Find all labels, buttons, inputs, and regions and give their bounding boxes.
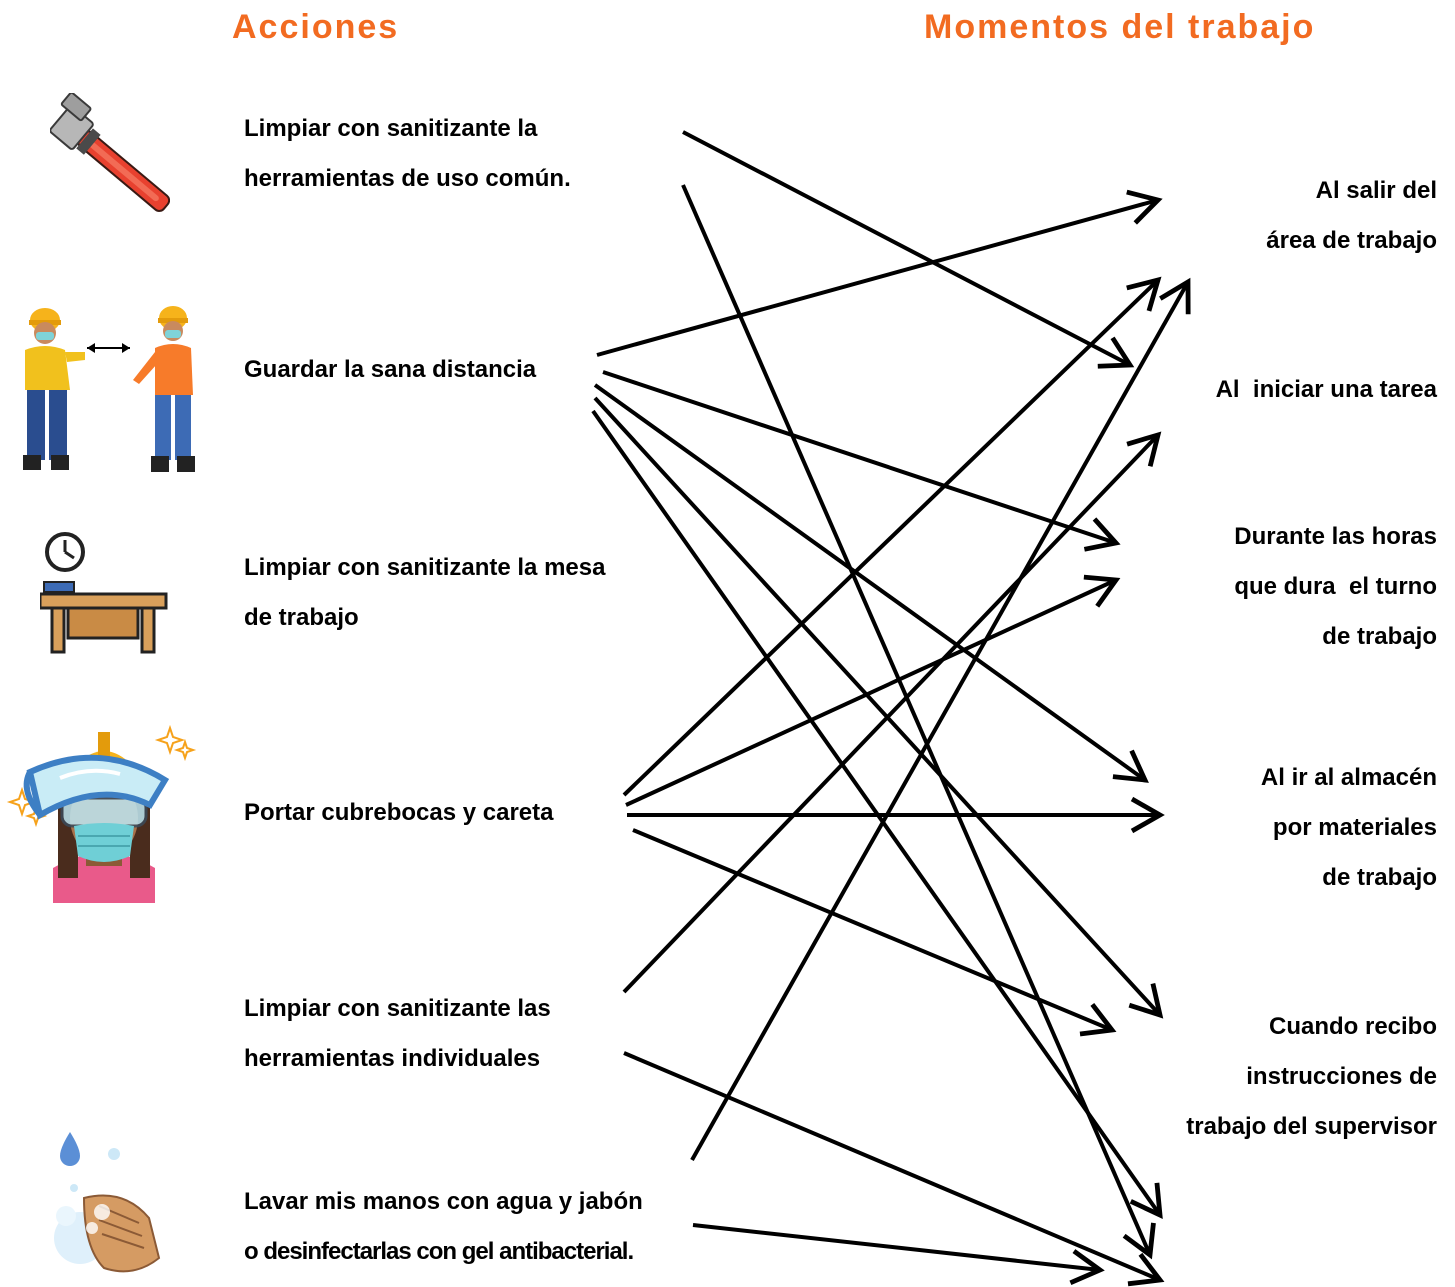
arrow-9	[625, 574, 1121, 807]
moment-5-line-3: trabajo del supervisor	[1186, 1113, 1437, 1140]
moment-5-line-2: instrucciones de	[1246, 1063, 1437, 1090]
action-2-line-1: Guardar la sana distancia	[244, 356, 537, 383]
moment-2: Al iniciar una tarea	[1216, 365, 1437, 415]
arrow-1	[682, 130, 1135, 369]
actions-header: Acciones	[232, 8, 400, 46]
arrow-3	[596, 189, 1163, 357]
moment-1-line-2: área de trabajo	[1266, 227, 1437, 254]
moment-3: Durante las horas que dura el turno de t…	[1234, 512, 1437, 662]
action-3-line-1: Limpiar con sanitizante la mesa	[244, 554, 606, 581]
action-6-line-1: Lavar mis manos con agua y jabón	[244, 1188, 643, 1215]
pipe-wrench-icon	[50, 93, 170, 212]
arrow-14	[690, 277, 1191, 1161]
moment-4-line-2: por materiales	[1272, 814, 1437, 841]
distancing-workers-icon	[23, 306, 195, 472]
moment-3-line-1: Durante las horas	[1234, 523, 1437, 550]
arrow-12	[622, 431, 1162, 994]
action-3: Limpiar con sanitizante la mesa de traba…	[244, 543, 605, 643]
moment-4-line-3: de trabajo	[1322, 864, 1437, 891]
action-5-line-2: herramientas individuales	[244, 1045, 541, 1072]
moment-1: Al salir del área de trabajo	[1266, 166, 1437, 266]
moment-4: Al ir al almacén por materiales de traba…	[1261, 753, 1437, 903]
arrow-2	[681, 184, 1156, 1260]
safety-goggles-icon	[6, 724, 197, 828]
arrow-8	[622, 276, 1162, 797]
moment-5-line-1: Cuando recibo	[1268, 1013, 1437, 1040]
arrow-11	[632, 828, 1117, 1037]
arrow-5	[593, 383, 1149, 783]
action-4: Portar cubrebocas y careta	[244, 788, 553, 838]
action-1: Limpiar con sanitizante la herramientas …	[244, 104, 571, 204]
moment-3-line-3: de trabajo	[1322, 623, 1437, 650]
arrow-13	[623, 1051, 1165, 1287]
action-3-line-2: de trabajo	[244, 604, 359, 631]
action-5-line-1: Limpiar con sanitizante las	[244, 995, 551, 1022]
moment-3-line-2: que dura el turno	[1234, 573, 1437, 600]
action-4-line-1: Portar cubrebocas y careta	[244, 799, 554, 826]
work-desk-clock-icon	[40, 532, 168, 654]
moment-1-line-1: Al salir del	[1315, 177, 1437, 204]
action-2: Guardar la sana distancia	[244, 345, 536, 395]
moment-2-line-1: Al iniciar una tarea	[1215, 376, 1437, 403]
moment-5: Cuando recibo instrucciones de trabajo d…	[1186, 1002, 1437, 1152]
moment-4-line-1: Al ir al almacén	[1260, 764, 1437, 791]
action-6: Lavar mis manos con agua y jabón o desin…	[244, 1177, 643, 1277]
action-1-line-1: Limpiar con sanitizante la	[244, 115, 538, 142]
arrow-6	[593, 396, 1164, 1019]
action-6-line-2: o desinfectarlas con gel antibacterial.	[244, 1238, 634, 1265]
arrow-15	[692, 1223, 1105, 1286]
action-5: Limpiar con sanitizante las herramientas…	[244, 984, 551, 1084]
arrow-4	[602, 370, 1121, 552]
action-1-line-2: herramientas de uso común.	[244, 165, 571, 192]
hand-washing-icon	[54, 1132, 161, 1273]
moments-header: Momentos del trabajo	[924, 8, 1316, 46]
